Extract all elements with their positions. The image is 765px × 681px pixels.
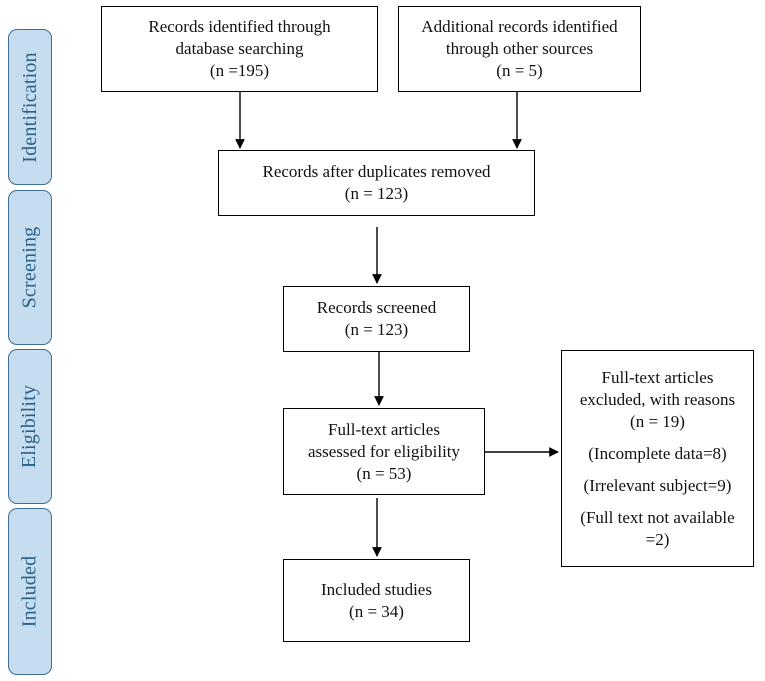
box-other-sources: Additional records identified through ot… — [398, 6, 641, 92]
duplicates-line1: Records after duplicates removed — [262, 162, 491, 181]
stage-screening: Screening — [8, 190, 52, 345]
box-fulltext-excluded: Full-text articles excluded, with reason… — [561, 350, 754, 567]
screened-count: (n = 123) — [344, 320, 409, 339]
excluded-line1: Full-text articles — [601, 367, 714, 387]
database-line1: Records identified through — [148, 17, 331, 36]
database-count: (n =195) — [209, 61, 270, 80]
fulltext-line1: Full-text articles — [328, 419, 440, 439]
screened-line1: Records screened — [316, 298, 437, 317]
other-count: (n = 5) — [496, 61, 543, 80]
excluded-line2: excluded, with reasons — [579, 389, 736, 409]
duplicates-count: (n = 123) — [344, 184, 409, 203]
other-line2: through other sources — [445, 39, 594, 58]
stage-eligibility: Eligibility — [8, 349, 52, 504]
excluded-reason-irrelevant: (Irrelevant subject=9) — [583, 475, 732, 495]
stage-identification: Identification — [8, 29, 52, 185]
stage-included: Included — [8, 508, 52, 675]
other-line1: Additional records identified — [421, 17, 618, 36]
excluded-reason-incomplete: (Incomplete data=8) — [588, 443, 727, 463]
box-database-records: Records identified through database sear… — [101, 6, 378, 92]
excluded-count: (n = 19) — [630, 411, 685, 431]
box-records-screened: Records screened (n = 123) — [283, 286, 470, 352]
fulltext-count: (n = 53) — [356, 463, 412, 483]
excluded-reason-unavailable-count: =2) — [645, 529, 670, 549]
box-included-studies: Included studies (n = 34) — [283, 559, 470, 642]
excluded-reason-unavailable: (Full text not available — [580, 507, 735, 527]
database-line2: database searching — [175, 39, 304, 58]
included-count: (n = 34) — [349, 601, 404, 621]
included-line1: Included studies — [321, 579, 432, 599]
box-fulltext-assessed: Full-text articles assessed for eligibil… — [283, 408, 485, 495]
fulltext-line2: assessed for eligibility — [307, 441, 461, 461]
box-duplicates-removed: Records after duplicates removed (n = 12… — [218, 150, 535, 216]
